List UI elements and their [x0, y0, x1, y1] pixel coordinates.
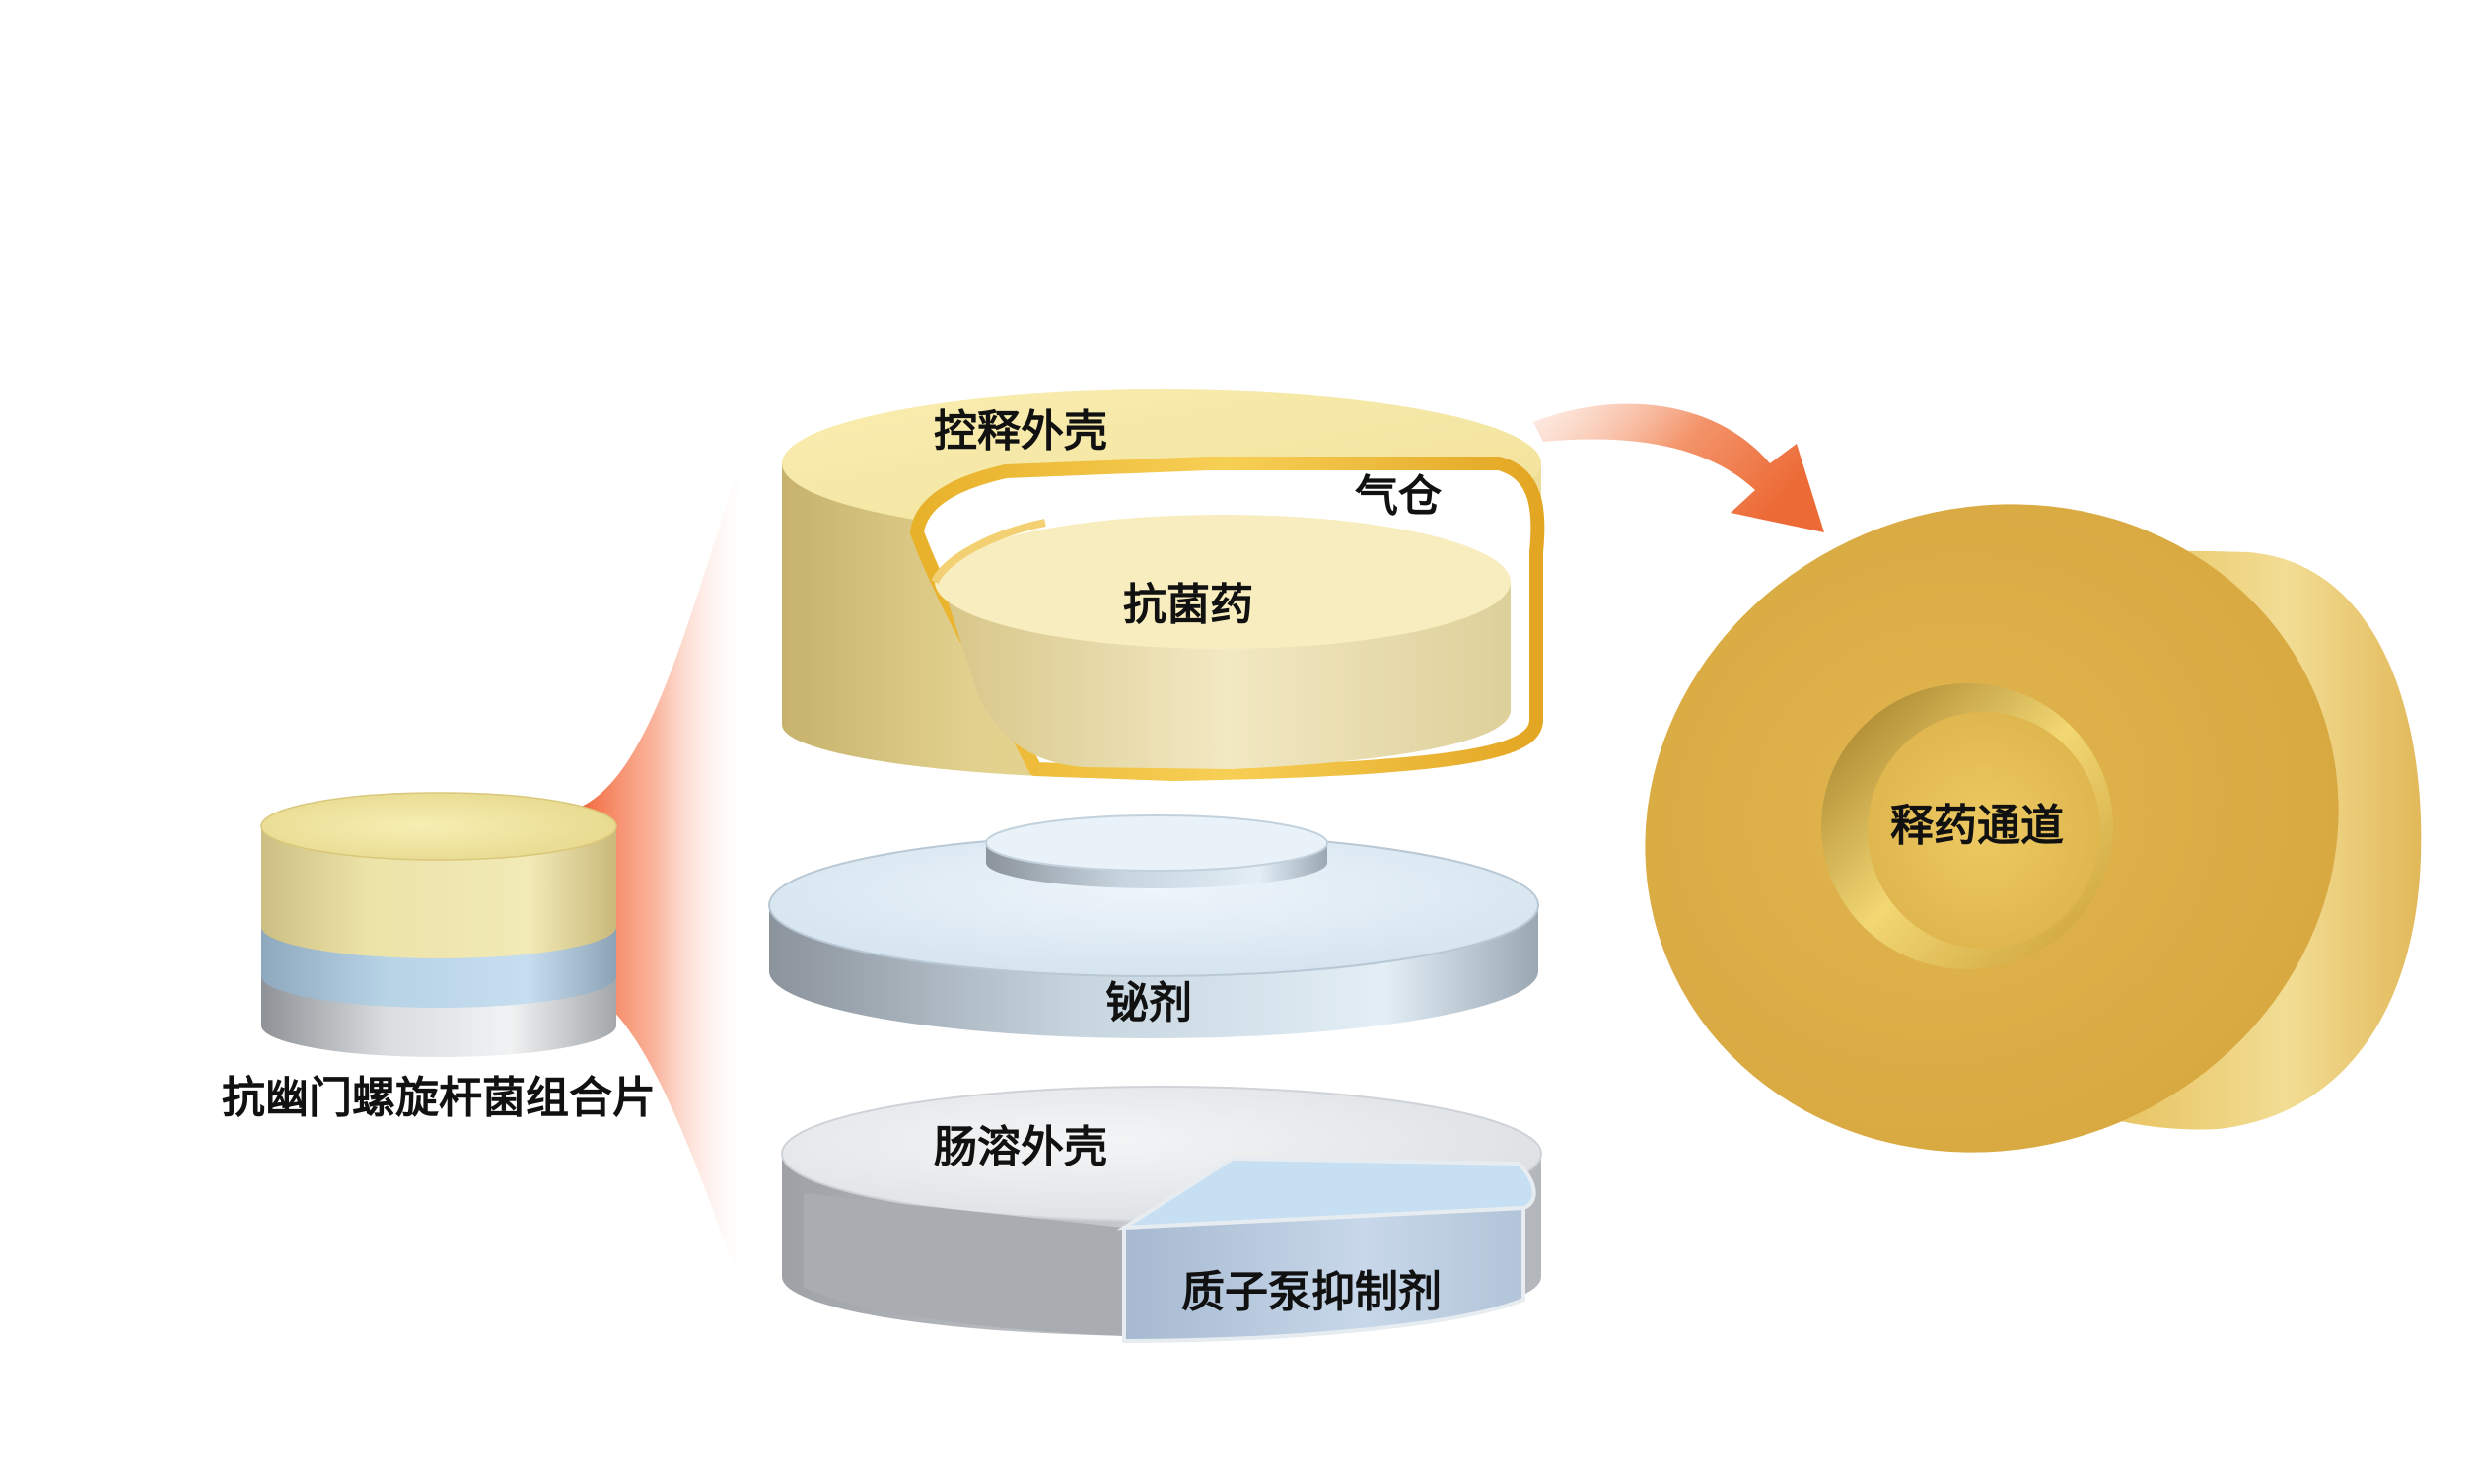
ppi-wedge-side [1122, 1205, 1525, 1344]
release-cylinder [1645, 504, 2422, 1153]
controlled-shell-label: 控释外壳 [934, 406, 1107, 457]
antibiotic-core-top [935, 515, 1511, 649]
bismuth-label: 铋剂 [1105, 978, 1192, 1028]
bismuth-disk [768, 814, 1539, 1038]
antibiotic-label: 抗菌药 [1123, 580, 1253, 630]
combined-tablet [260, 792, 617, 1057]
tablet-top-face [260, 792, 617, 861]
tablet-layer-controlled [261, 826, 616, 958]
controlled-release-disk [782, 389, 1545, 781]
enteric-shell-label: 肠溶外壳 [934, 1122, 1107, 1172]
tablet-label: 抗幽门螺旋杆菌组合片 [222, 1073, 656, 1123]
expansion-fan [577, 463, 749, 1311]
curved-arrow [1533, 403, 1824, 532]
enteric-disk [781, 1086, 1542, 1344]
release-channel-label: 释药通道 [1890, 801, 2064, 851]
ppi-label: 质子泵抑制剂 [1181, 1267, 1442, 1317]
air-chamber-label: 气仓 [1355, 471, 1443, 522]
